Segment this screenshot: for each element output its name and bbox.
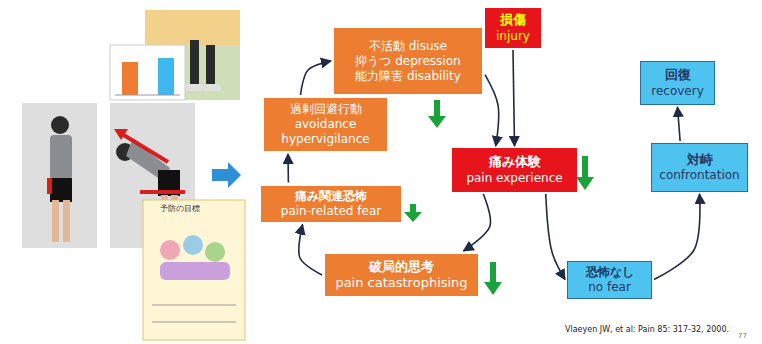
blue-arrow [212, 162, 241, 188]
pain-box: 痛み体験pain experience [452, 148, 577, 192]
process-box: 不活動 disuse抑うつ depression能力障害 disability [333, 27, 483, 95]
chart-bar [122, 62, 138, 95]
walker-leg [190, 40, 199, 85]
node-text: 不活動 disuse [369, 39, 447, 54]
node-text: confrontation [659, 168, 739, 183]
page-number: 77 [738, 332, 747, 340]
node-text: pain catastrophising [335, 275, 467, 291]
outcome-box: 対峙confrontation [651, 143, 748, 192]
node-text: avoidance [295, 117, 357, 132]
person-head [51, 116, 69, 134]
process-box: 過剰回避行動avoidancehypervigilance [263, 97, 388, 152]
person-leg [52, 200, 59, 242]
node-text: 抑うつ depression [355, 54, 460, 69]
flyer-heading: 予防の目標 [160, 204, 200, 214]
node-text: 回復 [665, 67, 691, 83]
outcome-box: 恐怖なしno fear [567, 261, 652, 299]
walking-photo-sky [145, 10, 240, 45]
green-down-arrow [428, 100, 446, 128]
green-down-arrow [576, 156, 594, 190]
person-shirt [50, 135, 72, 180]
bar-chart [110, 45, 185, 100]
process-box: 痛み関連恐怖pain-related fear [260, 185, 402, 223]
node-text: pain experience [466, 171, 562, 186]
person-shorts [50, 178, 72, 202]
cycle-arrow [546, 194, 565, 280]
red-arrow [122, 134, 168, 162]
cycle-arrow [287, 154, 289, 183]
node-text: no fear [588, 280, 631, 295]
node-text: 能力障害 disability [355, 69, 461, 84]
node-text: 痛み関連恐怖 [295, 189, 367, 204]
person-leg [63, 200, 70, 242]
cartoon-person [183, 235, 203, 255]
cartoon-person [160, 240, 180, 260]
cycle-arrow [678, 107, 681, 141]
flyer-line [152, 305, 236, 306]
citation: Vlaeyen JW, et al: Pain 85: 317-32, 2000… [565, 325, 729, 335]
cartoon-person [205, 242, 225, 262]
outcome-box: 回復recovery [640, 61, 715, 105]
node-text: 損傷 [500, 12, 526, 28]
red-arrowhead [114, 129, 128, 140]
cycle-arrow [464, 194, 491, 251]
flyer-line [152, 322, 236, 323]
cycle-arrow [299, 225, 322, 276]
node-text: 破局的思考 [369, 259, 434, 275]
cycle-arrow [485, 75, 499, 146]
green-down-arrow [404, 204, 422, 222]
chart-bar [158, 58, 174, 95]
cycle-arrow [301, 61, 332, 95]
node-text: 過剰回避行動 [290, 102, 362, 117]
flyer [143, 200, 245, 340]
process-box: 破局的思考pain catastrophising [324, 253, 479, 297]
chart-axis [115, 95, 180, 96]
node-text: 痛み体験 [489, 154, 541, 170]
walker-leg [206, 45, 215, 85]
cartoon-bodies [160, 262, 230, 280]
red-marker [140, 190, 185, 194]
injury-box: 損傷injury [485, 8, 541, 48]
node-text: 対峙 [687, 152, 713, 168]
cycle-arrow [654, 194, 700, 280]
walker-shoe [203, 84, 221, 91]
node-text: 恐怖なし [586, 265, 634, 280]
node-text: injury [496, 29, 530, 44]
cycle-arrow [513, 50, 515, 146]
green-down-arrow [484, 262, 502, 295]
red-marker [47, 178, 52, 194]
photo-frame [22, 103, 97, 248]
node-text: hypervigilance [281, 132, 369, 147]
walker-shoe [185, 84, 203, 91]
node-text: pain-related fear [281, 204, 381, 219]
node-text: recovery [651, 84, 704, 99]
